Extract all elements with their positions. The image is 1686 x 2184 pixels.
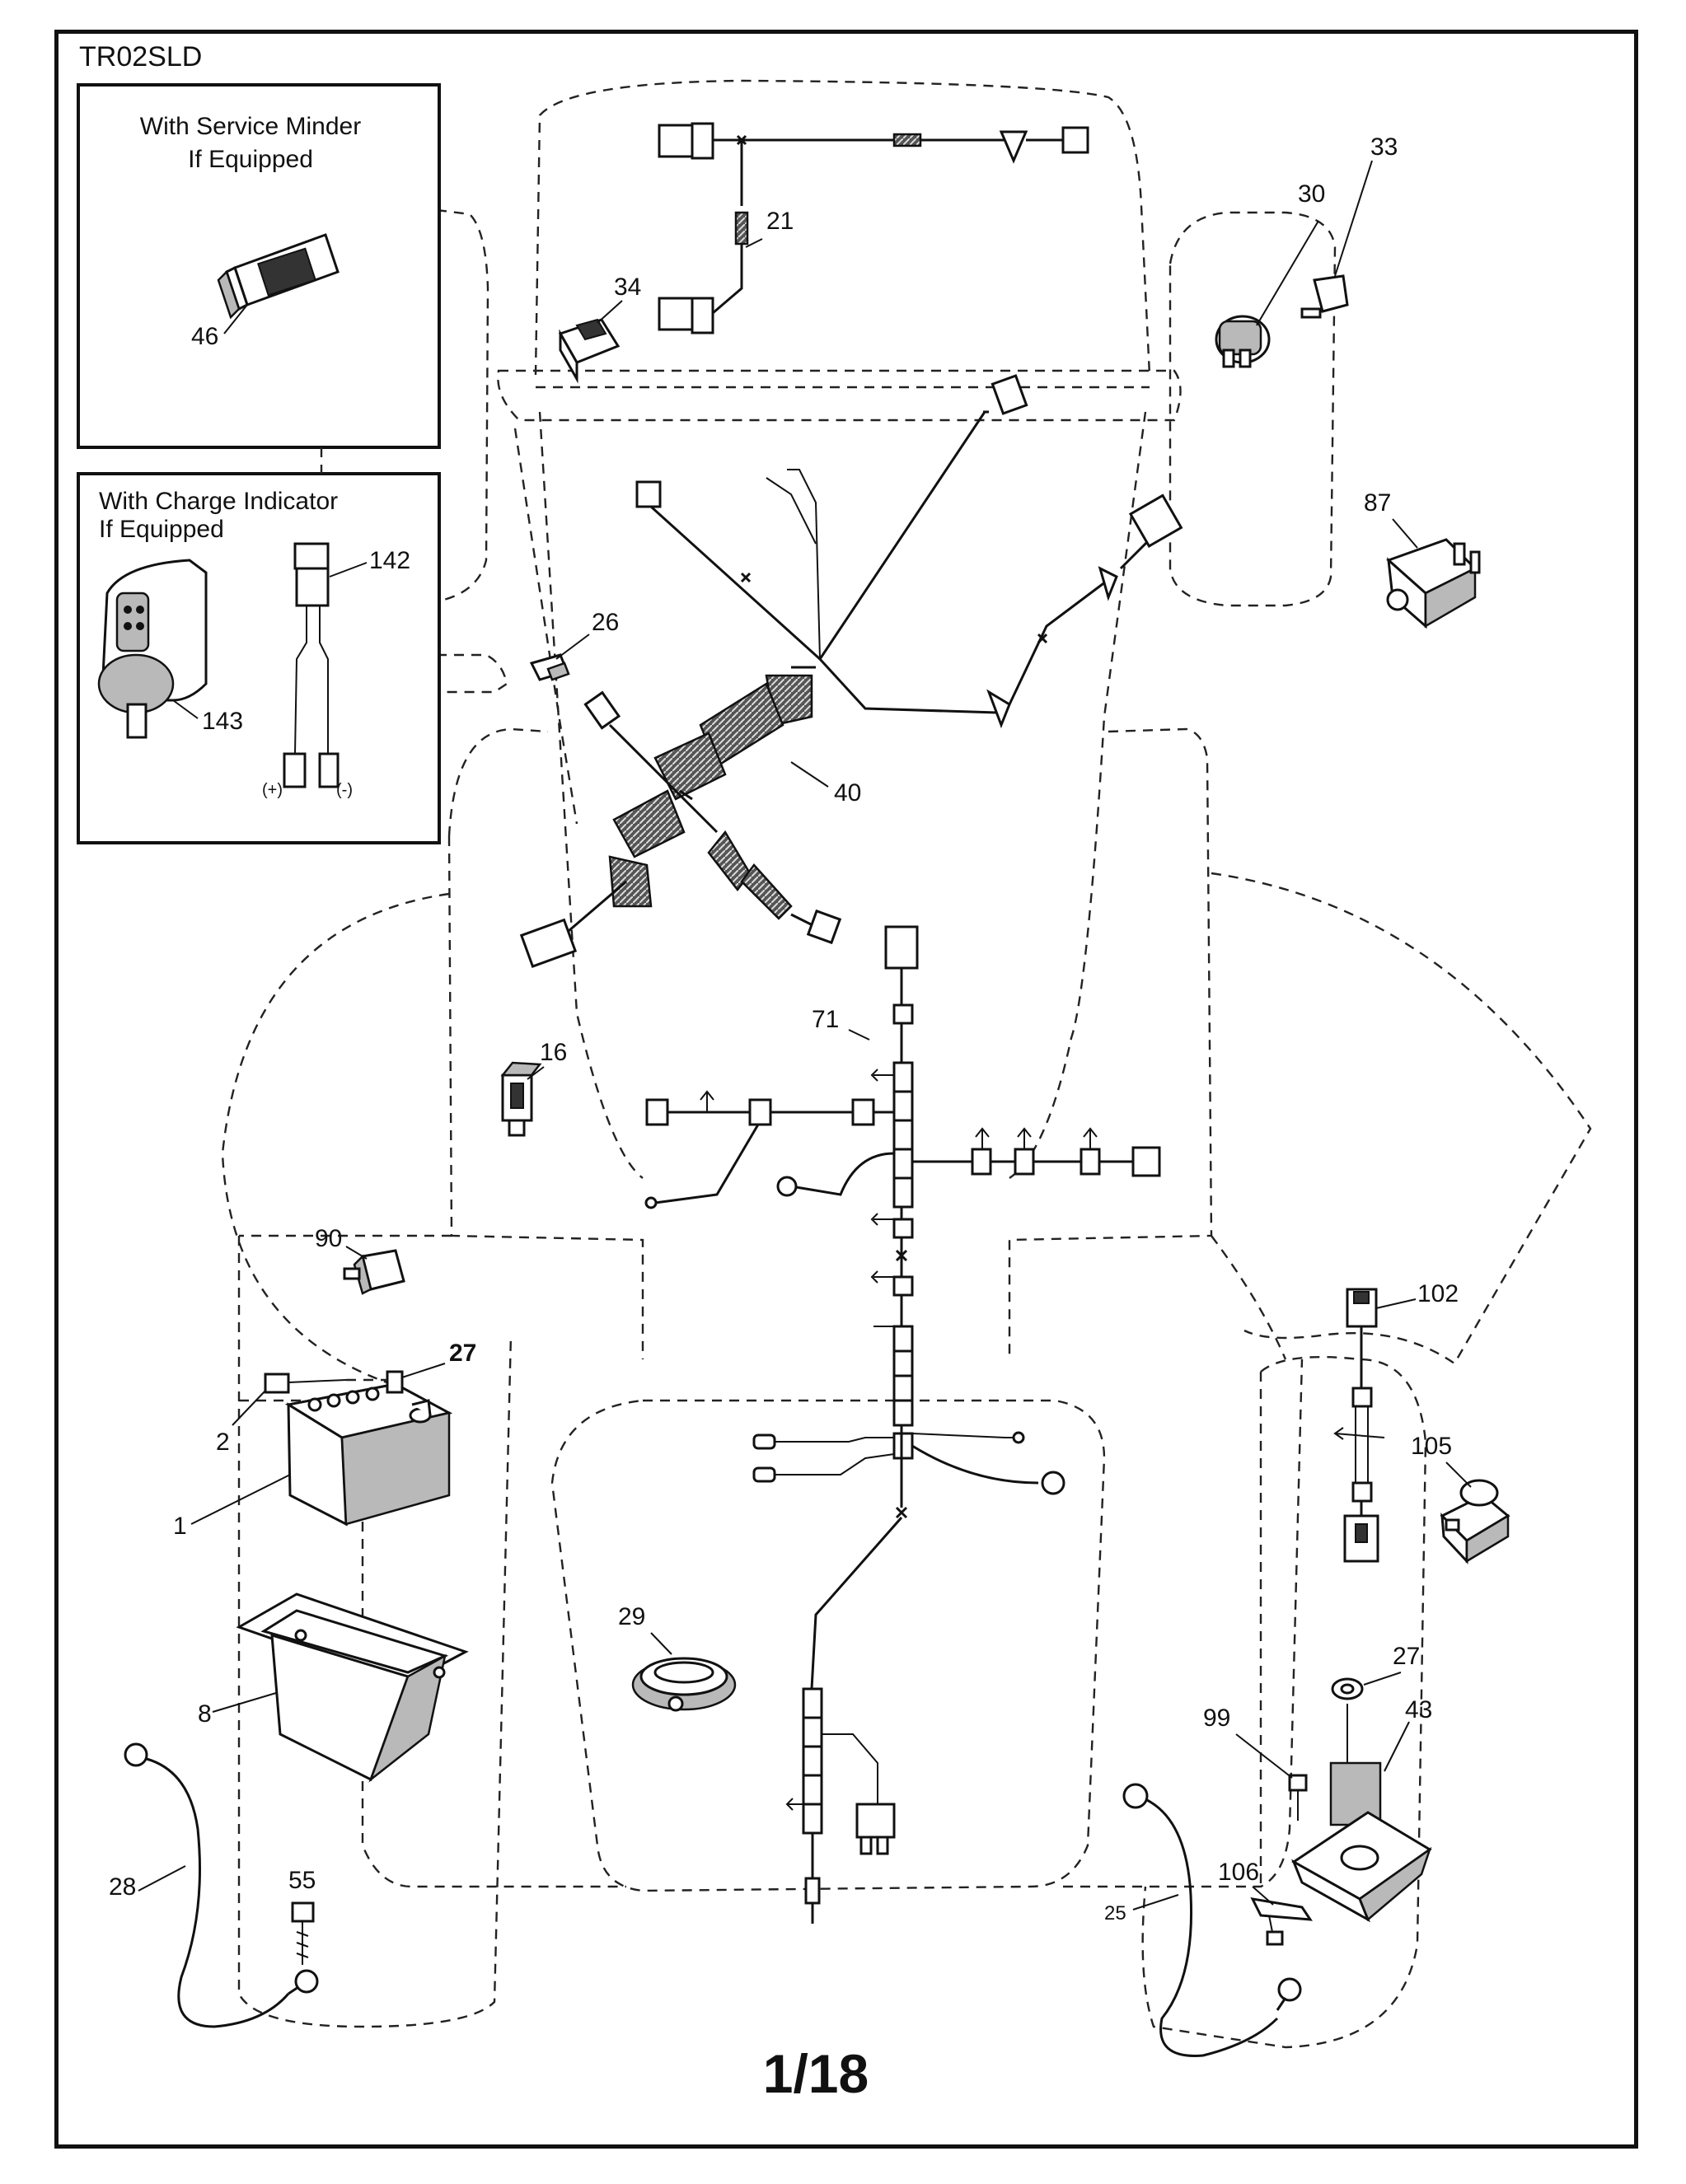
callout-102: 102 xyxy=(1417,1280,1459,1307)
fuse-holder-26 xyxy=(529,653,570,681)
harness-21 xyxy=(658,122,1089,334)
switch-16 xyxy=(500,1061,542,1137)
charge-indicator-module xyxy=(97,559,208,739)
page-number: 1/18 xyxy=(763,2043,869,2104)
callout-2: 2 xyxy=(216,1429,230,1456)
callout-29: 29 xyxy=(618,1603,645,1630)
ignition-switch-30 xyxy=(1215,220,1319,368)
harness-71 xyxy=(644,925,1161,1924)
drawing-frame xyxy=(54,30,1638,2149)
callout-16: 16 xyxy=(540,1039,567,1066)
inset2-title-line2: If Equipped xyxy=(99,516,224,543)
callout-33: 33 xyxy=(1370,133,1398,161)
nut-27-battery xyxy=(346,1363,446,1394)
callout-1: 1 xyxy=(173,1513,187,1540)
battery-tray-8 xyxy=(236,1592,469,1783)
ground-cable-25 xyxy=(1122,1783,1302,2057)
callout-40: 40 xyxy=(834,779,861,807)
main-harness-40 xyxy=(519,374,1183,968)
charge-harness xyxy=(283,542,340,788)
callout-8: 8 xyxy=(198,1700,212,1728)
polarity-negative: (-) xyxy=(336,781,353,799)
callout-46: 46 xyxy=(191,323,218,350)
charge-indicator-inset: With Charge Indicator If Equipped 143 14… xyxy=(77,472,441,844)
callout-28: 28 xyxy=(109,1873,136,1901)
bolt-55 xyxy=(291,1901,315,1965)
inset2-title-line1: With Charge Indicator xyxy=(99,488,338,515)
service-minder-inset: With Service Minder If Equipped 46 xyxy=(77,83,441,449)
harness-102 xyxy=(1333,1288,1385,1563)
battery-1 xyxy=(284,1382,453,1527)
connector-90 xyxy=(343,1249,405,1295)
callout-25: 25 xyxy=(1104,1902,1126,1924)
ground-cable-28 xyxy=(124,1742,319,2028)
callout-90: 90 xyxy=(315,1225,342,1252)
solenoid-105 xyxy=(1440,1479,1510,1564)
callout-99: 99 xyxy=(1203,1705,1230,1732)
tractor-outline xyxy=(221,79,1592,2049)
callout-27-top: 27 xyxy=(449,1340,476,1367)
callout-34: 34 xyxy=(614,274,641,301)
callout-43: 43 xyxy=(1405,1696,1432,1723)
callout-27-solenoid: 27 xyxy=(1393,1643,1420,1670)
callout-55: 55 xyxy=(288,1867,316,1894)
callout-71: 71 xyxy=(812,1006,839,1033)
clip-106 xyxy=(1250,1897,1313,1946)
callout-21: 21 xyxy=(766,208,794,235)
ignition-key-33 xyxy=(1300,160,1373,319)
callout-106: 106 xyxy=(1218,1859,1259,1886)
switch-34 xyxy=(558,318,621,384)
inset-title-line2: If Equipped xyxy=(188,146,313,173)
callout-30: 30 xyxy=(1298,180,1325,208)
model-code: TR02SLD xyxy=(79,41,202,72)
callout-87: 87 xyxy=(1364,489,1391,517)
callout-143: 143 xyxy=(202,708,243,735)
callout-142: 142 xyxy=(369,547,410,574)
relay-87 xyxy=(1386,538,1481,629)
horn-29 xyxy=(631,1657,737,1712)
callout-105: 105 xyxy=(1411,1433,1452,1460)
polarity-positive: (+) xyxy=(262,781,283,799)
starter-solenoid-43 xyxy=(1291,1677,1432,1923)
callout-26: 26 xyxy=(592,609,619,636)
bolt-2 xyxy=(232,1373,347,1426)
inset-title-line1: With Service Minder xyxy=(140,113,361,140)
bolt-99 xyxy=(1288,1774,1308,1821)
